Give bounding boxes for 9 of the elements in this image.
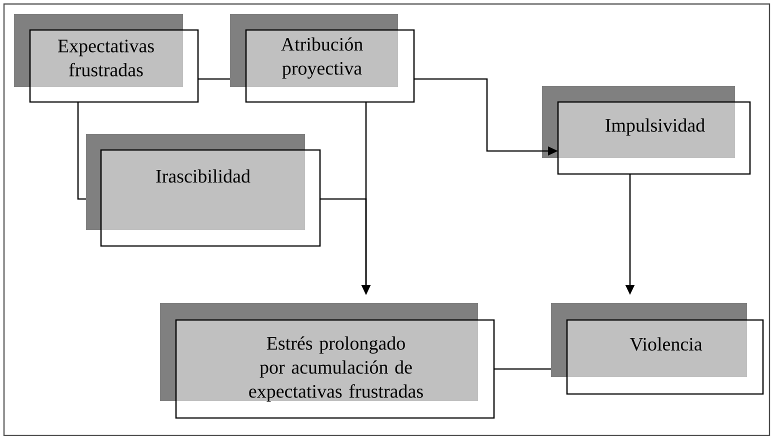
process-box: Violencia — [551, 303, 764, 395]
process-box: Estrés prolongado por acumulación de expectativas frustradas — [160, 303, 495, 419]
connector — [494, 368, 551, 370]
process-box: Expectativas frustradas — [14, 14, 199, 103]
process-box: Irascibilidad — [86, 134, 321, 247]
connector — [77, 102, 86, 200]
connector — [198, 78, 230, 80]
process-box: Atribución proyectiva — [230, 14, 415, 103]
process-box: Impulsividad — [542, 86, 751, 175]
